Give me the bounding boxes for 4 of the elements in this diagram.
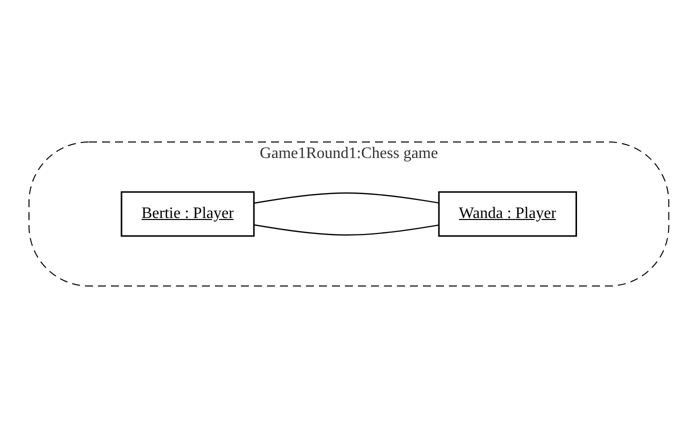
connector xyxy=(254,192,440,204)
node-box: Wanda : Player xyxy=(438,190,578,236)
node-box: Bertie : Player xyxy=(120,190,255,236)
connector xyxy=(254,224,440,236)
